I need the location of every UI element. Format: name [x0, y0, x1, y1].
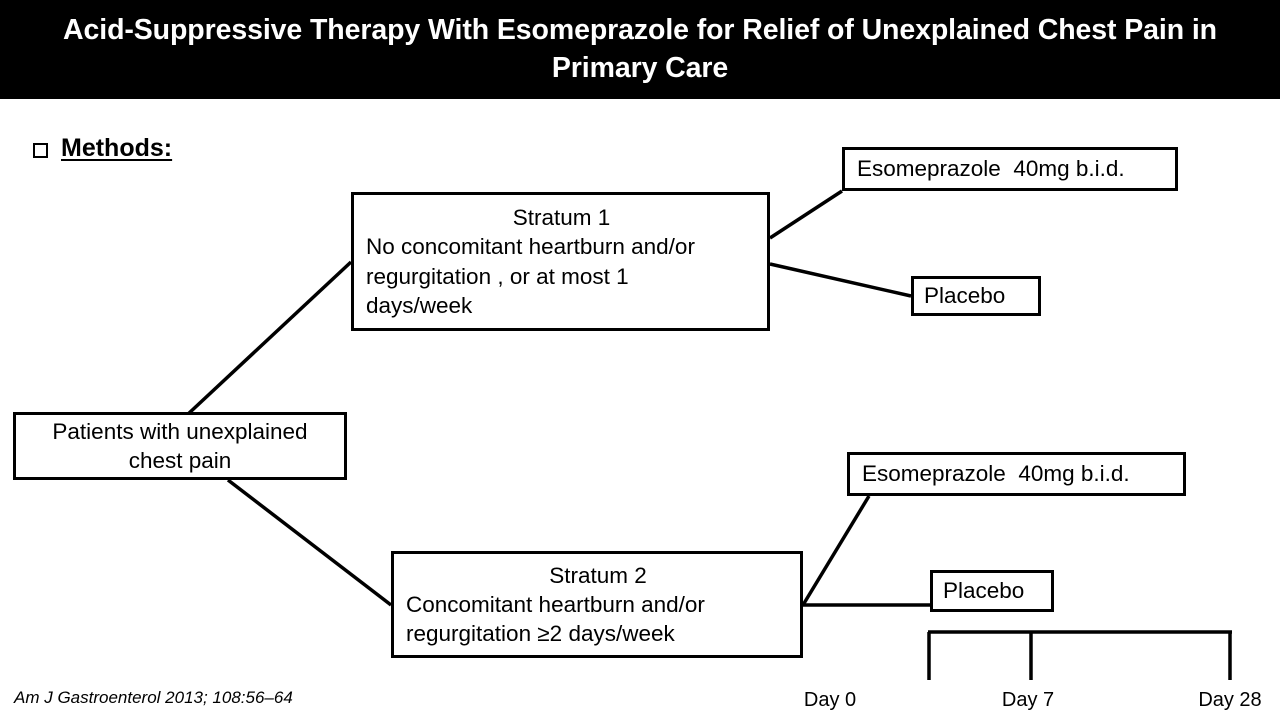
- methods-heading: Methods:: [33, 136, 172, 161]
- section-heading-label: Methods:: [61, 134, 173, 162]
- stratum-2-esomeprazole-label: Esomeprazole 40mg b.i.d.: [862, 461, 1130, 487]
- timeline-label-day-0: Day 0: [803, 689, 857, 711]
- patients-box-line-1: Patients with unexplained: [52, 418, 308, 444]
- citation-text: Am J Gastroenterol 2013; 108:56–64: [14, 688, 293, 707]
- stratum-2-placebo-label: Placebo: [943, 578, 1025, 604]
- stratum-1-line-1: No concomitant heartburn and/or: [366, 234, 695, 260]
- stratum-1-heading: Stratum 1: [512, 205, 611, 230]
- patients-box[interactable]: Patients with unexplained chest pain: [13, 412, 347, 480]
- stratum-1-esomeprazole-label: Esomeprazole 40mg b.i.d.: [857, 156, 1125, 182]
- square-bullet-icon: [33, 142, 48, 158]
- slide-title-bar: Acid-Suppressive Therapy With Esomeprazo…: [0, 0, 1280, 99]
- stratum-2-placebo-box[interactable]: Placebo: [930, 570, 1054, 612]
- stratum-1-placebo-label: Placebo: [924, 283, 1006, 309]
- stratum-1-esomeprazole-box[interactable]: Esomeprazole 40mg b.i.d.: [842, 147, 1178, 191]
- stratum-2-line-2: regurgitation ≥2 days/week: [406, 621, 675, 647]
- page-title: Acid-Suppressive Therapy With Esomeprazo…: [63, 14, 1217, 84]
- stratum-2-line-1: Concomitant heartburn and/or: [406, 591, 705, 617]
- timeline-label-day-28: Day 28: [1198, 689, 1262, 711]
- timeline-label-day-7: Day 7: [1001, 689, 1055, 711]
- stratum-1-placebo-box[interactable]: Placebo: [911, 276, 1041, 316]
- stratum-1-box[interactable]: Stratum 1 No concomitant heartburn and/o…: [351, 192, 770, 331]
- stratum-2-heading: Stratum 2: [549, 562, 647, 588]
- stratum-2-box[interactable]: Stratum 2 Concomitant heartburn and/or r…: [391, 551, 803, 658]
- stratum-2-esomeprazole-box[interactable]: Esomeprazole 40mg b.i.d.: [847, 452, 1186, 496]
- stratum-1-line-3: days/week: [366, 292, 473, 318]
- patients-box-line-2: chest pain: [128, 448, 232, 473]
- stratum-1-line-2: regurgitation , or at most 1: [366, 263, 629, 289]
